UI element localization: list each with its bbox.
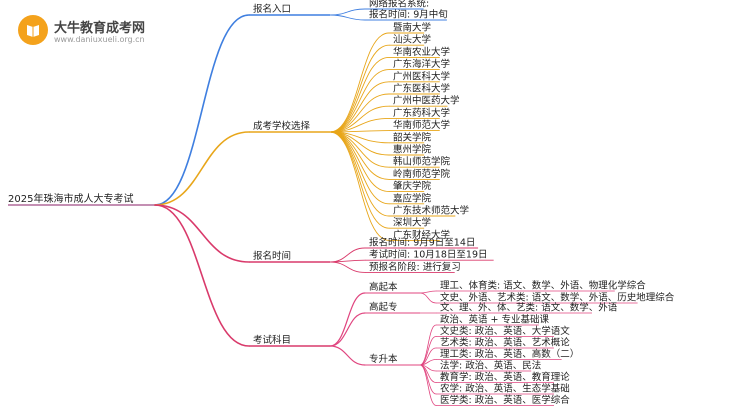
leaf-connector (419, 324, 437, 366)
leaf-connector (329, 131, 390, 241)
branch-label: 报名入口 (253, 3, 291, 15)
leaf-label: 预报名阶段: 进行复习 (369, 261, 461, 273)
leaf-connector (419, 364, 437, 406)
leaf-connector (329, 131, 390, 193)
leaf-connector (419, 336, 437, 366)
book-icon (18, 15, 48, 45)
leaf-label: 广州医科大学 (393, 70, 450, 82)
leaf-label: 医学类: 政治、英语、医学综合 (440, 394, 570, 406)
leaf-label: 肇庆学院 (393, 180, 432, 192)
leaf-label: 理工类: 政治、英语、高数（二） (440, 348, 579, 360)
group-connector (329, 292, 366, 347)
leaf-label: 网络报名系统: (369, 0, 429, 10)
branch-label: 报名时间 (253, 250, 291, 262)
branch-connector (154, 204, 250, 263)
leaf-label: 广东财经大学 (393, 229, 450, 241)
leaf-label: 华南师范大学 (393, 119, 450, 131)
leaf-connector (419, 292, 437, 304)
leaf-label: 报名时间: 9月中旬 (369, 9, 448, 21)
leaf-label: 法学: 政治、英语、民法 (440, 360, 541, 372)
leaf-connector (329, 69, 390, 133)
branch-connector (154, 14, 250, 206)
leaf-label: 广东医科大学 (393, 83, 450, 95)
leaf-label: 华南农业大学 (393, 46, 450, 58)
leaf-connector (329, 44, 390, 133)
leaf-label: 报名时间: 9月9日至14日 (369, 237, 475, 249)
branch-connector (154, 131, 250, 206)
leaf-connector (329, 261, 366, 273)
leaf-connector (419, 364, 437, 395)
leaf-connector (329, 93, 390, 133)
leaf-connector (329, 131, 390, 180)
leaf-label: 文、理、外、体、艺类: 语文、数学、外语 (440, 302, 618, 314)
leaf-label: 艺术类: 政治、英语、艺术概论 (440, 337, 570, 349)
leaf-label: 广州中医药大学 (393, 95, 460, 107)
leaf-connector (329, 131, 390, 229)
leaf-label: 汕头大学 (393, 34, 431, 46)
site-url: www.daniuxueli.org.cn (54, 35, 145, 44)
branch-label: 考试科目 (253, 334, 291, 346)
group-label: 高起专 (369, 301, 398, 313)
leaf-label: 考试时间: 10月18日至19日 (369, 249, 488, 261)
leaf-label: 嘉应学院 (393, 192, 432, 204)
leaf-connector (329, 81, 390, 133)
leaf-label: 理工、体育类: 语文、数学、外语、物理化学综合 (440, 280, 646, 292)
group-label: 专升本 (369, 353, 398, 365)
leaf-label: 深圳大学 (393, 217, 431, 229)
leaf-connector (329, 56, 390, 133)
leaf-label: 岭南师范学院 (393, 168, 451, 180)
leaf-label: 文史、外语、艺术类: 语文、数学、外语、历史地理综合 (440, 292, 675, 304)
leaf-label: 文史类: 政治、英语、大学语文 (440, 325, 570, 337)
leaf-label: 韩山师范学院 (393, 156, 451, 168)
branch-connector (154, 204, 250, 347)
group-label: 高起本 (369, 281, 398, 293)
leaf-label: 暨南大学 (393, 22, 431, 34)
leaf-connector (329, 32, 390, 133)
leaf-label: 惠州学院 (393, 144, 432, 156)
leaf-connector (419, 290, 437, 294)
root-topic: 2025年珠海市成人大专考试 (8, 192, 133, 205)
leaf-label: 广东药科大学 (393, 107, 450, 119)
branch-label: 成考学校选择 (253, 120, 311, 132)
leaf-label: 韶关学院 (393, 131, 432, 143)
site-name: 大牛教育成考网 (54, 21, 146, 36)
leaf-connector (329, 131, 390, 217)
leaf-label: 农学: 政治、英语、生态学基础 (440, 383, 570, 395)
leaf-label: 广东海洋大学 (393, 58, 450, 70)
leaf-connector (329, 8, 366, 16)
leaf-label: 政治、英语 + 专业基础课 (440, 314, 549, 326)
group-connector (329, 312, 366, 347)
leaf-label: 广东技术师范大学 (393, 205, 469, 217)
site-logo: 大牛教育成考网 www.daniuxueli.org.cn (18, 13, 168, 47)
group-connector (329, 345, 366, 366)
leaf-connector (329, 14, 366, 21)
leaf-label: 教育学: 政治、英语、教育理论 (440, 371, 570, 383)
